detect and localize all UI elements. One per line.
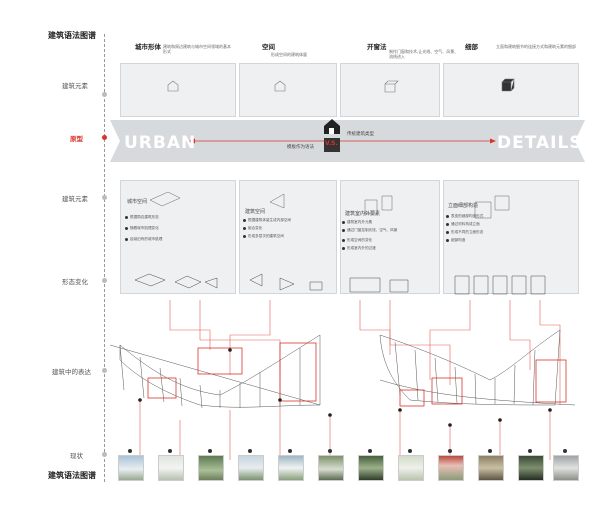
bullet: 形成室内外的过渡 [342, 246, 376, 251]
label-prototype: 原型 [70, 135, 83, 143]
status-photo [398, 455, 424, 481]
bullet: 形成空间的变化 [342, 238, 372, 243]
label-elements-1: 建筑元素 [62, 82, 88, 90]
status-photo [278, 455, 304, 481]
lower-box-title: 立面细部构造 [448, 203, 479, 209]
bottom-title: 建筑语法图谱 [48, 471, 96, 480]
photo-marker [128, 449, 132, 453]
column-title-window: 开窗法 [367, 43, 387, 51]
lower-box-title: 建筑空间 [245, 209, 266, 215]
photo-marker [488, 449, 492, 453]
axis-dot [102, 278, 107, 283]
status-photo [478, 455, 504, 481]
bullet: 通过材料构成立面 [446, 222, 480, 227]
lower-box-title: 建筑室内外要素 [345, 211, 381, 217]
photo-marker [328, 449, 332, 453]
axis-dot [102, 92, 107, 97]
upper-box-window [340, 63, 440, 117]
axis-dot [102, 452, 107, 457]
status-photo [318, 455, 344, 481]
column-desc-details: 立面和建筑细节的连接方式和建筑元素的细部 [496, 44, 576, 49]
status-photo [118, 455, 144, 481]
bullet: 组合变化 [243, 226, 262, 231]
column-title-urban-form: 城市形体 [135, 43, 161, 51]
banner-urban: URBAN [124, 133, 197, 153]
upper-box-space [239, 63, 337, 117]
bullet: 表皮的细部构造形式 [446, 214, 483, 219]
house-icon [324, 119, 340, 152]
photo-marker [528, 449, 532, 453]
column-desc-urban-form: 建筑和周边建筑与城市空间领域的基本形式 [163, 44, 231, 54]
photo-marker [288, 449, 292, 453]
bullet: 形成多层次的建筑空间 [243, 234, 284, 239]
lower-box-space [239, 180, 337, 294]
bullet: 建筑室内外元素 [342, 220, 372, 225]
bullet: 通过门窗控制光线、空气、风景 [342, 228, 397, 233]
column-title-space: 空间 [262, 43, 275, 51]
left-axis [104, 34, 105, 482]
status-photo [198, 455, 224, 481]
status-photo [238, 455, 264, 481]
lower-box-title: 城市空间 [127, 199, 148, 205]
diagram-graphics [110, 78, 576, 460]
status-photo [438, 455, 464, 481]
label-status: 现状 [70, 452, 83, 460]
photo-marker [448, 449, 452, 453]
column-desc-window: 制作门窗和技术,让光线、空气、风景、流线进入 [389, 49, 459, 59]
banner-bottom-text: 模板作为语法 [287, 145, 314, 150]
status-photo [358, 455, 384, 481]
lower-box-window [340, 180, 440, 294]
bullet: 根据周边建筑形态 [125, 215, 159, 220]
status-photo [158, 455, 184, 481]
column-desc-space: 形成空间的建筑体量 [271, 52, 307, 57]
axis-dot [102, 368, 107, 373]
label-form-change: 形态变化 [62, 278, 88, 286]
label-expression: 建筑中的表达 [52, 368, 91, 376]
photo-marker [168, 449, 172, 453]
axis-dot [102, 195, 107, 200]
status-photo [518, 455, 544, 481]
lower-box-details [443, 180, 579, 294]
banner-band [110, 120, 585, 162]
banner-vs: V.S. [325, 140, 338, 147]
bullet: 延续旧有的城市肌理 [125, 237, 162, 242]
top-title: 建筑语法图谱 [48, 31, 96, 40]
bullet: 细部构造 [446, 238, 465, 243]
photo-marker [208, 449, 212, 453]
photo-marker [408, 449, 412, 453]
banner-top-text: 传统建筑类型 [347, 132, 374, 137]
bullet: 形成不同的立面形态 [446, 230, 483, 235]
column-title-details: 细部 [465, 43, 478, 51]
bullet: 随着城市肌理变化 [125, 226, 159, 231]
label-elements-2: 建筑元素 [62, 195, 88, 203]
bullet: 根据建筑体量生成内部空间 [243, 218, 291, 223]
axis-dot-red [102, 135, 107, 140]
photo-marker [368, 449, 372, 453]
photo-marker [563, 449, 567, 453]
banner-details: DETAILS [497, 133, 583, 153]
photo-marker [248, 449, 252, 453]
status-photo [553, 455, 579, 481]
